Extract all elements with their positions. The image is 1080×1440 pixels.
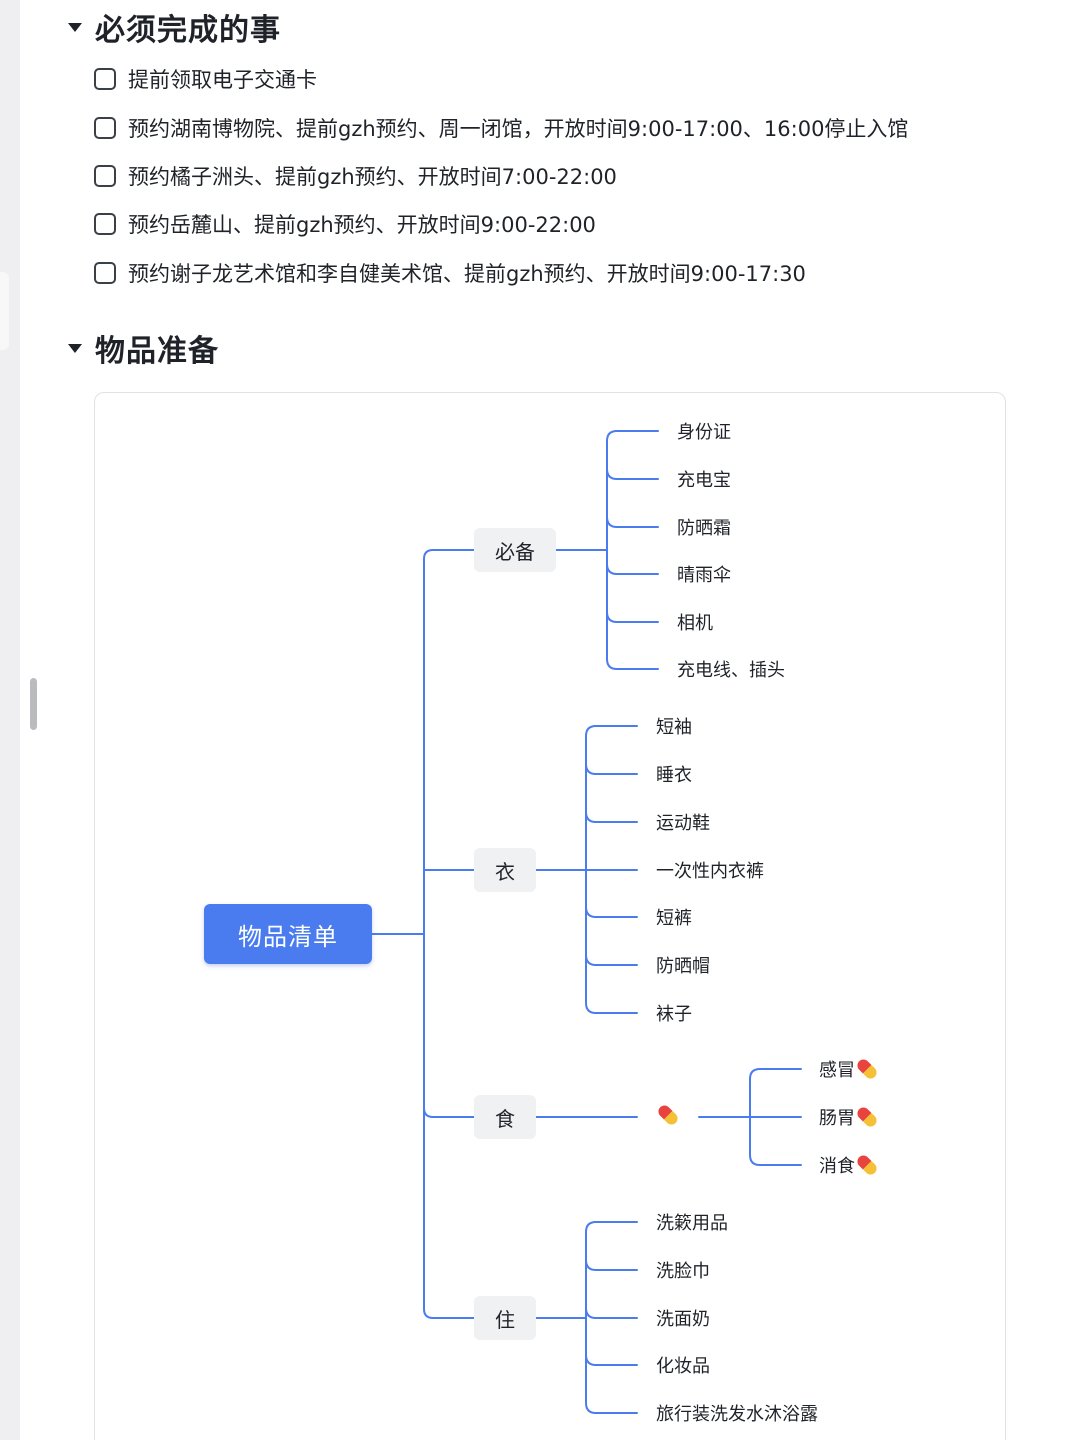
collapse-caret-icon[interactable] [68,22,82,32]
mindmap-leaf[interactable]: 化妆品 [656,1356,710,1377]
todo-item: 预约湖南博物院、提前gzh预约、周一闭馆，开放时间9:00-17:00、16:0… [94,113,908,143]
collapse-caret-icon[interactable] [68,343,82,353]
mindmap-leaf[interactable]: 短袖 [656,717,692,738]
todo-text: 预约湖南博物院、提前gzh预约、周一闭馆，开放时间9:00-17:00、16:0… [128,117,909,141]
mindmap-leaf[interactable]: 肠胃 [819,1103,880,1131]
resize-handle[interactable] [30,678,37,730]
mindmap-leaf[interactable]: 防晒霜 [677,518,731,539]
mindmap-leaf[interactable]: 洗脸巾 [656,1261,710,1282]
mindmap-leaf[interactable]: 充电线、插头 [677,660,785,681]
todo-text: 预约岳麓山、提前gzh预约、开放时间9:00-22:00 [128,213,596,237]
todo-checkbox[interactable] [94,117,116,139]
mindmap-leaf[interactable]: 消食 [819,1151,880,1179]
todo-checkbox[interactable] [94,262,116,284]
mindmap-category-node[interactable]: 住 [474,1296,536,1340]
todo-text: 提前领取电子交通卡 [128,68,317,92]
mindmap-leaf[interactable]: 旅行装洗发水沐浴露 [656,1404,818,1425]
mindmap-leaf[interactable]: 充电宝 [677,470,731,491]
mindmap-leaf-text: 感冒 [819,1060,855,1081]
todo-item: 预约橘子洲头、提前gzh预约、开放时间7:00-22:00 [94,161,617,191]
todo-item: 预约谢子龙艺术馆和李自健美术馆、提前gzh预约、开放时间9:00-17:30 [94,258,806,288]
section-header-tasks[interactable]: 必须完成的事 [68,5,281,49]
left-panel-edge [0,0,20,1440]
mindmap-category-node[interactable]: 食 [474,1095,536,1139]
todo-text: 预约谢子龙艺术馆和李自健美术馆、提前gzh预约、开放时间9:00-17:30 [128,262,806,286]
mindmap-card[interactable]: 物品清单 必备 衣 食 住 身份证 充电宝 防晒霜 晴雨伞 相机 充电线、插头 … [94,392,1006,1440]
mindmap-leaf[interactable]: 身份证 [677,422,731,443]
mindmap-leaf-text: 消食 [819,1156,855,1177]
todo-text: 预约橘子洲头、提前gzh预约、开放时间7:00-22:00 [128,165,617,189]
mindmap-connectors [371,430,802,1414]
todo-checkbox[interactable] [94,213,116,235]
section-header-packing[interactable]: 物品准备 [68,326,219,370]
todo-item: 提前领取电子交通卡 [94,64,317,94]
mindmap-leaf[interactable]: 晴雨伞 [677,565,731,586]
todo-item: 预约岳麓山、提前gzh预约、开放时间9:00-22:00 [94,209,596,239]
mindmap-leaf-text: 肠胃 [819,1108,855,1129]
mindmap-leaf[interactable]: 相机 [677,613,713,634]
mindmap-root-node[interactable]: 物品清单 [204,904,372,964]
mindmap-leaf[interactable]: 睡衣 [656,765,692,786]
mindmap-leaf[interactable]: 运动鞋 [656,813,710,834]
mindmap-leaf[interactable]: 感冒 [819,1055,880,1083]
todo-checkbox[interactable] [94,68,116,90]
mindmap-leaf[interactable]: 洗簌用品 [656,1213,728,1234]
mindmap-leaf[interactable]: 一次性内衣裤 [656,861,764,882]
mindmap-leaf[interactable]: 短裤 [656,908,692,929]
mindmap-leaf[interactable]: 防晒帽 [656,956,710,977]
todo-checkbox[interactable] [94,165,116,187]
mindmap-leaf[interactable]: 洗面奶 [656,1309,710,1330]
mindmap-category-node[interactable]: 必备 [474,528,556,572]
mindmap-category-node[interactable]: 衣 [474,848,536,892]
section-title: 必须完成的事 [95,13,281,48]
sidebar-handle[interactable] [0,272,9,350]
mindmap-leaf[interactable]: 袜子 [656,1004,692,1025]
section-title: 物品准备 [95,334,219,369]
